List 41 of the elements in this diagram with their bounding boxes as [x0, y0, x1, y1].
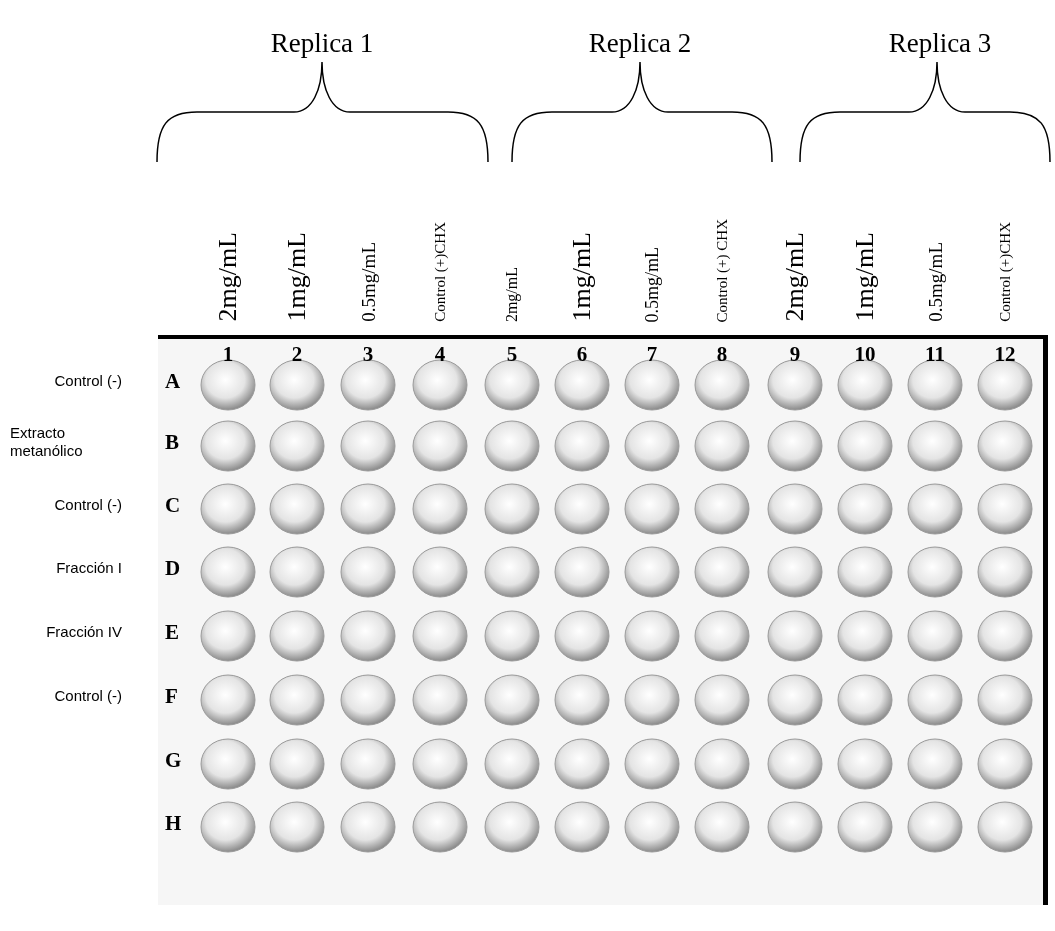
row-letter: F [165, 683, 178, 709]
column-number: 8 [716, 342, 728, 367]
row-letter: H [165, 810, 182, 836]
row-letter: C [165, 492, 181, 518]
concentration-label: Control (+) CHX [714, 218, 730, 322]
column-number: 3 [362, 342, 374, 367]
row-letter: D [165, 555, 181, 581]
row-letter: A [165, 368, 181, 394]
concentration-label: 0.5mg/mL [358, 242, 378, 322]
concentration-label: 1mg/mL [852, 232, 878, 322]
column-number: 4 [434, 342, 446, 367]
column-number: 11 [925, 342, 945, 367]
column-number: 12 [994, 342, 1016, 367]
row-label: Fracción I [56, 559, 122, 577]
row-label: Control (-) [54, 372, 122, 390]
column-number: 7 [646, 342, 658, 367]
concentration-label: 0.5mg/mL [643, 246, 661, 322]
column-number: 9 [789, 342, 801, 367]
concentration-label: 2mg/mL [782, 232, 808, 322]
concentration-label: Control (+)CHX [432, 222, 448, 322]
row-letter: E [165, 619, 179, 645]
column-number: 1 [222, 342, 234, 367]
replica-heading: Replica 1 [270, 28, 374, 59]
column-number: 10 [854, 342, 876, 367]
column-number: 2 [291, 342, 303, 367]
concentration-label: 2mg/mL [215, 232, 241, 322]
row-letter: B [165, 429, 179, 455]
row-label: Control (-) [54, 496, 122, 514]
row-letter: G [165, 747, 182, 773]
concentration-label: 1mg/mL [569, 232, 595, 322]
column-number: 6 [576, 342, 588, 367]
concentration-label: 0.5mg/mL [925, 242, 945, 322]
concentration-label: 1mg/mL [284, 232, 310, 322]
column-number: 5 [506, 342, 518, 367]
concentration-label: 2mg/mL [504, 266, 520, 322]
row-label: Extracto metanólico [10, 424, 84, 460]
row-label: Fracción IV [46, 623, 122, 641]
row-label: Control (-) [54, 687, 122, 705]
concentration-label: Control (+)CHX [997, 222, 1013, 322]
replica-heading: Replica 2 [588, 28, 692, 59]
replica-heading: Replica 3 [888, 28, 992, 59]
